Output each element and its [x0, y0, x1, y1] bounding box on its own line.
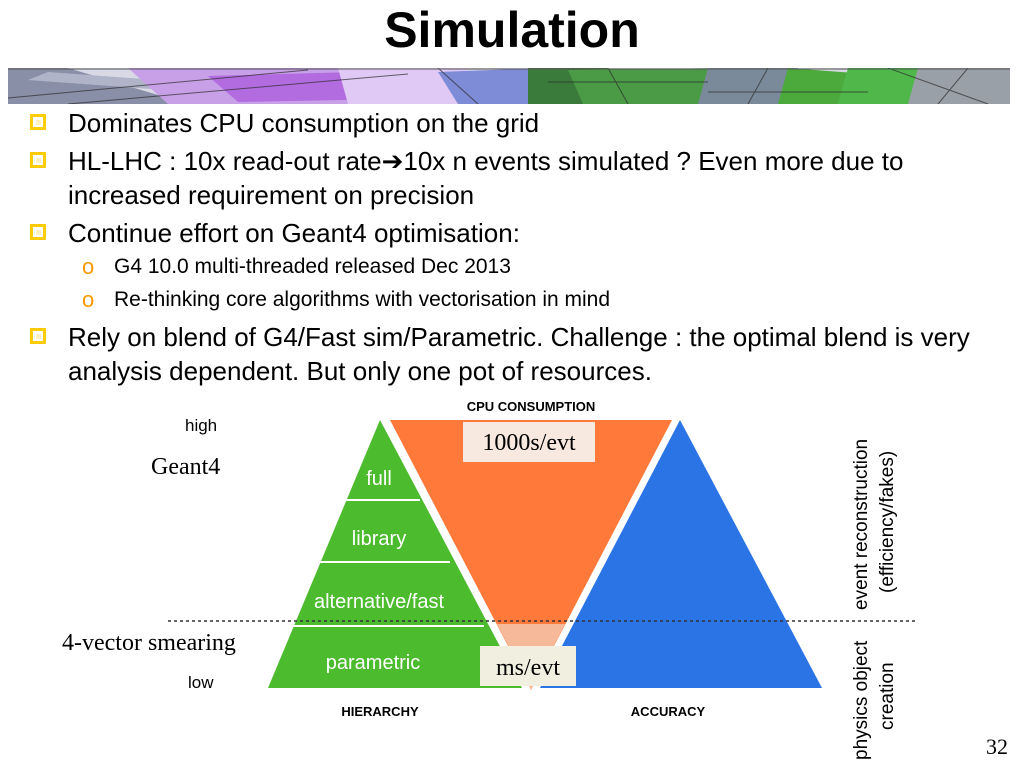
level-library: library [352, 528, 406, 550]
bullet-text: Continue effort on Geant4 optimisation: [68, 218, 520, 248]
bullet-square-icon [30, 224, 46, 240]
event-reconstruction-label: event reconstruction [851, 439, 872, 610]
bullet-item: HL-LHC : 10x read-out rate➔10x n events … [30, 144, 990, 212]
bullet-item: Continue effort on Geant4 optimisation: [30, 216, 990, 250]
level-parametric: parametric [326, 652, 420, 674]
low-label: low [188, 673, 214, 692]
cpu-bottom-tag-box [480, 646, 576, 686]
bullet-square-icon [30, 152, 46, 168]
bullet-item: Dominates CPU consumption on the grid [30, 106, 990, 140]
smearing-label: 4-vector smearing [62, 630, 236, 656]
sub-bullet-text: Re-thinking core algorithms with vectori… [114, 288, 611, 311]
sub-bullet-item: o Re-thinking core algorithms with vecto… [30, 283, 990, 316]
bullet-square-icon [30, 328, 46, 344]
sub-bullet-text: G4 10.0 multi-threaded released Dec 2013 [114, 255, 511, 278]
level-full: full [366, 468, 392, 490]
cpu-consumption-label: CPU CONSUMPTION [467, 399, 596, 414]
geant4-label: Geant4 [151, 454, 220, 480]
cpu-consumption-triangle [390, 420, 672, 690]
detector-banner-image [8, 68, 1010, 104]
physics-object-label: physics object [851, 640, 872, 760]
slide-title: Simulation [384, 2, 640, 58]
bullet-square-icon [30, 114, 46, 130]
bullet-item: Rely on blend of G4/Fast sim/Parametric.… [30, 320, 990, 388]
sub-bullet-item: o G4 10.0 multi-threaded released Dec 20… [30, 250, 990, 283]
cpu-top-tag-box [463, 422, 595, 462]
page-number: 32 [986, 734, 1008, 759]
bullet-text: Dominates CPU consumption on the grid [68, 108, 540, 138]
accuracy-label: ACCURACY [631, 704, 706, 719]
creation-label: creation [877, 662, 898, 730]
level-alternative-fast: alternative/fast [314, 591, 445, 613]
bullet-list: Dominates CPU consumption on the grid HL… [30, 102, 990, 388]
simulation-triangle-diagram: CPU CONSUMPTION HIERARCHY ACCURACY high … [62, 399, 915, 760]
hierarchy-label: HIERARCHY [341, 704, 419, 719]
high-label: high [185, 416, 217, 435]
bullet-text: HL-LHC : 10x read-out rate➔10x n events … [68, 146, 904, 210]
sub-bullet-marker-icon: o [82, 287, 95, 312]
cpu-bottom-tag: ms/evt [496, 655, 560, 681]
efficiency-fakes-label: (efficiency/fakes) [877, 451, 898, 593]
sub-bullet-marker-icon: o [82, 254, 95, 279]
bullet-text: Rely on blend of G4/Fast sim/Parametric.… [68, 322, 970, 386]
cpu-top-tag: 1000s/evt [482, 430, 576, 456]
